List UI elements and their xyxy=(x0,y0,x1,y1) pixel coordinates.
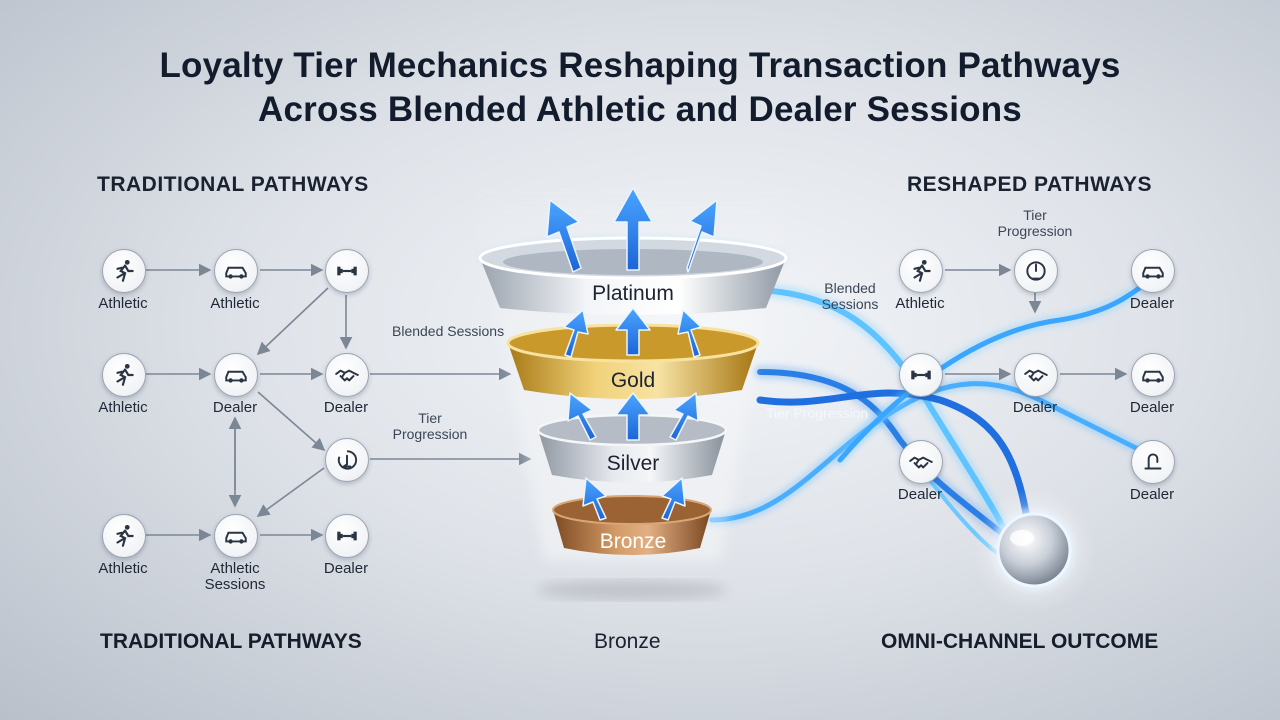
node-car-2 xyxy=(214,353,258,397)
flow-label-tier-progression-mid: Tier Progression xyxy=(766,405,869,421)
node-dumbbell-2 xyxy=(325,514,369,558)
handshake-icon xyxy=(335,369,359,382)
runner-icon xyxy=(116,524,134,547)
handshake-icon xyxy=(1024,369,1048,382)
node-label: Athletic xyxy=(98,295,148,312)
tier-label-gold: Gold xyxy=(610,369,656,392)
node-label: Athletic xyxy=(210,295,260,312)
runner-icon xyxy=(116,363,134,386)
omni-channel-orb xyxy=(972,488,1096,612)
flow-label-tier-progression-right: Tier Progression xyxy=(997,207,1073,239)
node-label: Dealer xyxy=(212,399,258,416)
node-label: Dealer xyxy=(1012,399,1058,416)
node-right-athletic xyxy=(899,249,943,293)
node-label: Dealer xyxy=(323,399,369,416)
title-line-2: Across Blended Athletic and Dealer Sessi… xyxy=(258,90,1022,129)
node-right-dumbbell xyxy=(899,353,943,397)
node-athletic-1 xyxy=(102,249,146,293)
node-label: Athletic xyxy=(895,295,945,312)
runner-icon xyxy=(116,259,134,282)
node-right-handshake-1 xyxy=(1014,353,1058,397)
node-right-car-2 xyxy=(1131,353,1175,397)
node-tier-progression xyxy=(325,438,369,482)
node-dumbbell-1 xyxy=(325,249,369,293)
dumbbell-icon xyxy=(911,370,931,380)
node-label: Dealer xyxy=(897,486,943,503)
footer-bronze: Bronze xyxy=(594,630,661,653)
node-label: Dealer xyxy=(1129,399,1175,416)
node-right-car-1 xyxy=(1131,249,1175,293)
tier-progression-icon xyxy=(337,450,358,470)
car-icon xyxy=(225,266,247,279)
tier-label-bronze: Bronze xyxy=(599,530,667,553)
car-icon xyxy=(1142,266,1164,279)
title-line-1: Loyalty Tier Mechanics Reshaping Transac… xyxy=(159,46,1121,85)
node-label: Athletic Sessions xyxy=(204,560,266,593)
gauge-icon xyxy=(1026,261,1046,281)
node-car-3 xyxy=(214,514,258,558)
flow-label-blended-right: Blended Sessions xyxy=(821,280,879,312)
node-handshake-1 xyxy=(325,353,369,397)
node-label: Dealer xyxy=(1129,295,1175,312)
node-label: Athletic xyxy=(98,560,148,577)
car-icon xyxy=(225,531,247,544)
car-icon xyxy=(1142,370,1164,383)
tier-label-platinum: Platinum xyxy=(592,282,674,305)
node-athletic-2 xyxy=(102,353,146,397)
runner-icon xyxy=(913,259,931,282)
node-right-gauge xyxy=(1014,249,1058,293)
node-athletic-3 xyxy=(102,514,146,558)
node-right-handshake-2 xyxy=(899,440,943,484)
car-icon xyxy=(225,370,247,383)
header-reshaped: RESHAPED PATHWAYS xyxy=(907,173,1152,196)
node-label: Athletic xyxy=(98,399,148,416)
flow-label-tier-progression: Tier Progression xyxy=(392,410,468,442)
dumbbell-icon xyxy=(337,266,357,276)
tier-label-silver: Silver xyxy=(606,452,660,475)
node-car-1 xyxy=(214,249,258,293)
node-label: Dealer xyxy=(1129,486,1175,503)
footer-omni-channel: OMNI-CHANNEL OUTCOME xyxy=(881,630,1159,653)
traditional-arrows xyxy=(146,263,532,542)
node-right-faucet xyxy=(1131,440,1175,484)
flow-label-blended-sessions: Blended Sessions xyxy=(392,323,505,339)
footer-traditional: TRADITIONAL PATHWAYS xyxy=(100,630,362,653)
node-label: Dealer xyxy=(323,560,369,577)
handshake-icon xyxy=(909,456,933,469)
dumbbell-icon xyxy=(337,531,357,541)
faucet-icon xyxy=(1144,453,1162,470)
header-traditional: TRADITIONAL PATHWAYS xyxy=(97,173,369,196)
tier-arrows xyxy=(546,187,718,521)
